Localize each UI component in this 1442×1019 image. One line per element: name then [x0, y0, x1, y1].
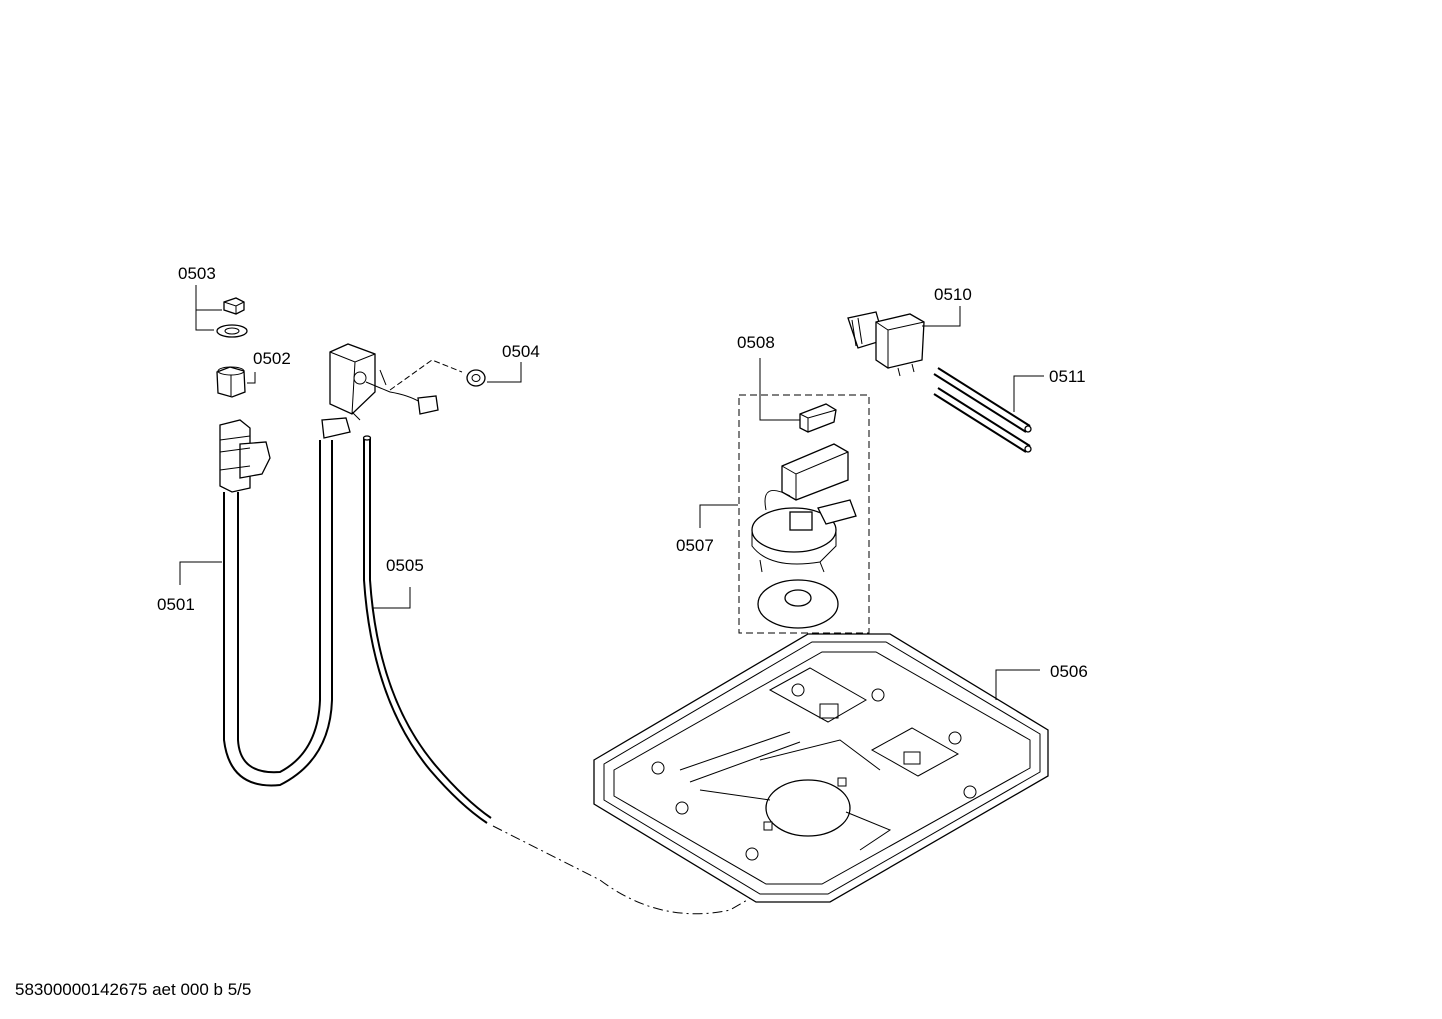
part-0503-cap — [216, 297, 248, 338]
callout-0511: 0511 — [1049, 367, 1086, 386]
part-0506-base-pan — [593, 633, 1049, 903]
callout-0502: 0502 — [253, 349, 291, 368]
leader-0502 — [247, 372, 256, 384]
part-0502-nut — [216, 366, 246, 398]
leader-0504 — [487, 362, 522, 383]
part-0501-inlet-hose — [219, 417, 351, 787]
part-0508-connector — [799, 403, 837, 433]
callout-0510: 0510 — [934, 285, 972, 304]
part-0510-solenoid-valve — [847, 311, 925, 377]
leader-0506 — [995, 669, 1040, 700]
part-0504-seal — [466, 369, 486, 387]
part-0511-tubes — [933, 367, 1032, 453]
part-0507-pressure-switch — [751, 443, 857, 629]
leader-0501 — [179, 561, 222, 585]
callout-0506: 0506 — [1050, 662, 1088, 681]
leader-0507 — [699, 504, 738, 528]
leader-0510 — [922, 306, 961, 327]
callout-0508: 0508 — [737, 333, 775, 352]
callout-0504: 0504 — [502, 342, 540, 361]
group-box-0507 — [738, 394, 870, 634]
callout-0507: 0507 — [676, 536, 714, 555]
document-id-footer: 58300000142675 aet 000 b 5/5 — [15, 980, 252, 999]
leader-0503 — [195, 285, 222, 331]
callout-0505: 0505 — [386, 556, 424, 575]
part-aquastop-valve — [329, 343, 463, 421]
leader-0505 — [372, 587, 411, 609]
leader-0511 — [1013, 375, 1044, 412]
part-0505-drain-hose — [362, 435, 791, 915]
leader-0508 — [759, 358, 800, 421]
callout-0501: 0501 — [157, 595, 195, 614]
callout-0503: 0503 — [178, 264, 216, 283]
